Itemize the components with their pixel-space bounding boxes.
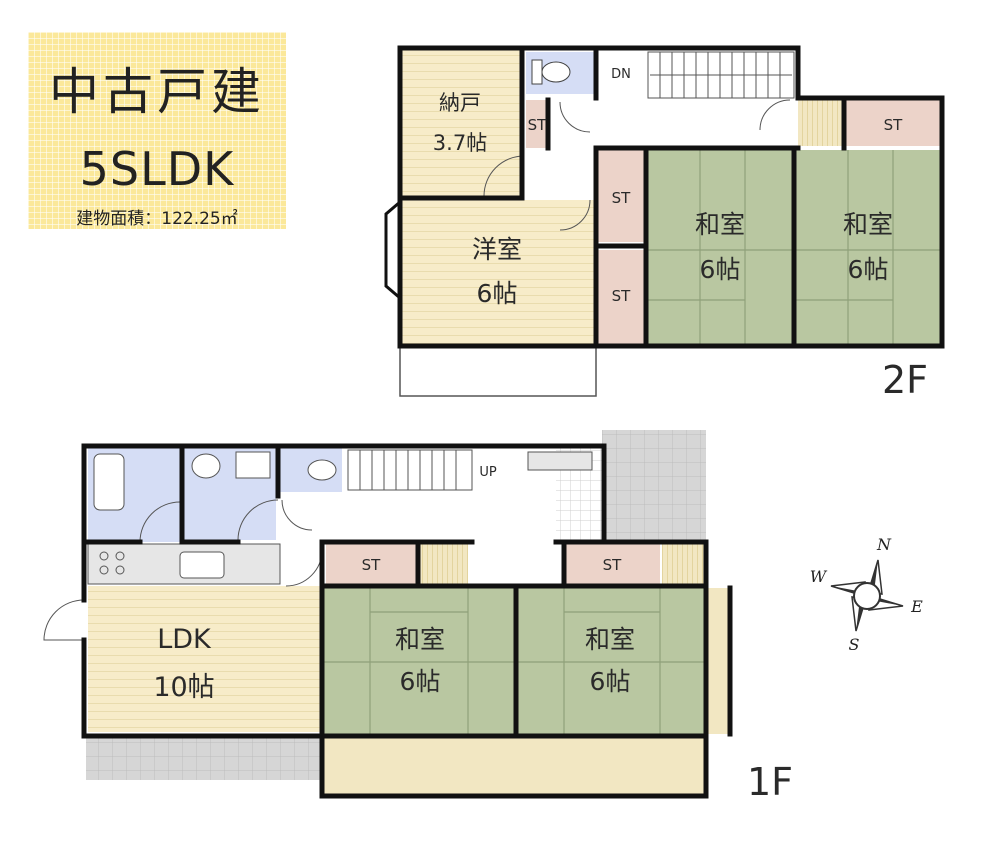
washitsu-2f-b-size: 6帖	[848, 255, 889, 284]
st-1f-b-label: ST	[603, 556, 623, 574]
st-2f-a-box	[598, 150, 644, 242]
st-nando	[526, 100, 548, 148]
entrance-porch	[602, 430, 706, 542]
stairs-up-label: UP	[479, 465, 497, 480]
washitsu-1f-b-label: 和室	[585, 625, 635, 654]
floor-2-label: 2F	[882, 358, 928, 402]
nando-size: 3.7帖	[433, 131, 487, 155]
compass-icon: N E S W	[810, 535, 923, 654]
bathtub-icon	[93, 453, 125, 511]
stairs-dn-label: DN	[611, 67, 631, 82]
st-nando-label: ST	[528, 116, 548, 134]
floor-1: UP LDK 10帖 ST ST 和室 6帖 和室 6帖 1F	[43, 430, 793, 804]
floor-1-label: 1F	[747, 760, 793, 804]
toilet-icon-1f	[307, 459, 337, 481]
st-2f-a-label: ST	[612, 189, 632, 207]
nando-label: 納戸	[439, 91, 481, 115]
washitsu-2f-b-floor	[796, 150, 940, 344]
floor-2: 納戸 3.7帖 ST DN 洋室 6帖 ST ST ST 和室 6帖 和室 6帖…	[384, 45, 945, 402]
engawa	[322, 736, 706, 796]
st-2f-b-box	[598, 250, 644, 344]
balcony	[399, 345, 597, 397]
st-2f-c-label: ST	[884, 116, 904, 134]
washitsu-1f-a-label: 和室	[395, 625, 445, 654]
compass-e: E	[910, 597, 923, 616]
nando-floor	[402, 50, 522, 196]
washitsu-2f-a-floor	[648, 150, 792, 344]
property-badge: 中古戸建 5SLDK 建物面積：122.25㎡	[28, 32, 286, 229]
washer-icon	[235, 451, 271, 479]
washitsu-1f-a-size: 6帖	[400, 667, 441, 696]
compass-w: W	[810, 567, 828, 586]
kitchen-sink-icon	[179, 551, 225, 579]
washitsu-1f-b-size: 6帖	[590, 667, 631, 696]
washitsu-1f-b-floor	[518, 588, 706, 734]
st-2f-c-box	[846, 100, 940, 146]
youshitsu-size: 6帖	[477, 279, 518, 308]
ldk-label: LDK	[157, 624, 212, 655]
compass-s: S	[849, 635, 860, 654]
youshitsu-floor	[402, 200, 596, 344]
layout-type: 5SLDK	[79, 142, 235, 196]
st-1f-b-box	[564, 544, 660, 584]
st-2f-b-label: ST	[612, 287, 632, 305]
shoe-cabinet	[527, 451, 593, 471]
sink-icon	[191, 453, 221, 479]
ldk-floor	[88, 586, 320, 732]
terrace	[86, 736, 324, 780]
washitsu-2f-a-size: 6帖	[700, 255, 741, 284]
ldk-size: 10帖	[153, 672, 214, 703]
st-1f-a-label: ST	[362, 556, 382, 574]
property-type: 中古戸建	[49, 63, 265, 121]
washitsu-2f-a-label: 和室	[695, 210, 745, 239]
toilet-icon-2f	[531, 59, 571, 85]
washitsu-2f-b-label: 和室	[843, 210, 893, 239]
washitsu-1f-a-floor	[324, 588, 514, 734]
st-1f-a-box	[326, 544, 416, 584]
compass-n: N	[876, 535, 892, 554]
building-area: 建物面積：122.25㎡	[76, 209, 238, 229]
youshitsu-label: 洋室	[472, 235, 522, 264]
